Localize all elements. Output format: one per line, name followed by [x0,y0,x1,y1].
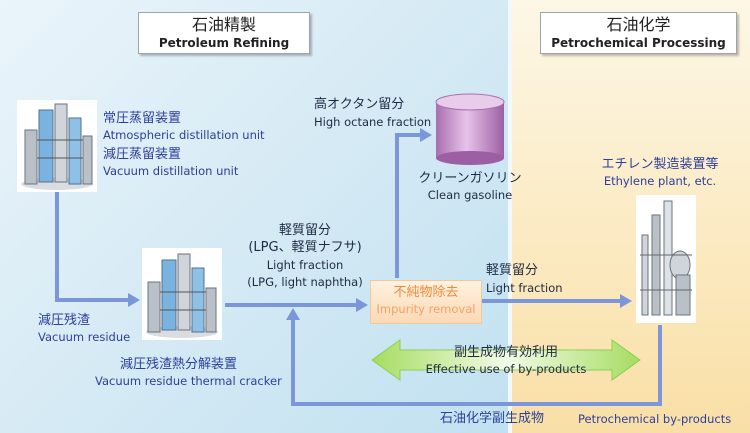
cracker-plant-image [142,248,222,340]
ethylene-plant-en: Ethylene plant, etc. [603,174,717,188]
atmospheric-unit-jp: 常圧蒸留装置 [103,111,182,126]
arrow-cracker-to-impurity-head [356,298,368,312]
arrow-byproduct-return [291,320,662,406]
light-fraction-right-jp: 軽質留分 [486,263,539,278]
byproducts-use-jp: 副生成物有効利用 [453,345,558,360]
petrochemical-jp: 石油化学 [606,15,671,34]
arrow-to-gasoline [395,133,420,278]
arrow-to-cracker-head [128,293,140,307]
arrow-byproduct-return-head [286,308,300,320]
arrow-to-cracker [55,192,128,302]
light-fraction-left-en2: (LPG, light naphtha) [247,275,363,289]
impurity-removal-en: Impurity removal [376,302,476,316]
petroleum-refining-header: 石油精製 Petroleum Refining [138,12,310,54]
cracker-jp: 減圧残渣熱分解装置 [120,357,238,372]
light-fraction-left-jp: 軽質留分 [278,223,331,238]
petrochem-byproducts-jp: 石油化学副生成物 [440,411,545,426]
vacuum-unit-en: Vacuum distillation unit [103,164,239,178]
clean-gasoline-jp: クリーンガソリン [418,171,522,186]
high-octane-jp: 高オクタン留分 [314,97,405,112]
distillation-plant-image [17,100,97,192]
cracker-en: Vacuum residue thermal cracker [95,374,282,388]
section-divider [508,0,512,433]
petrochemical-en: Petrochemical Processing [551,36,726,50]
high-octane-en: High octane fraction [314,115,432,129]
arrow-impurity-to-ethylene-head [620,294,632,308]
clean-gasoline-en: Clean gasoline [427,188,513,202]
light-fraction-left-en: Light fraction [266,258,344,272]
petroleum-refining-jp: 石油精製 [191,15,256,34]
arrow-to-gasoline-head [420,128,432,142]
impurity-removal-jp: 不純物除去 [393,285,459,300]
ethylene-plant-jp: エチレン製造装置等 [601,157,719,172]
light-fraction-right-en: Light fraction [486,281,563,295]
atmospheric-unit-en: Atmospheric distillation unit [103,128,265,142]
byproducts-use-en: Effective use of by-products [425,362,587,376]
petrochem-byproducts-en: Petrochemical by-products [578,412,732,426]
vacuum-unit-jp: 減圧蒸留装置 [103,147,182,162]
ethylene-plant-image [636,195,696,323]
gasoline-tank-icon [435,93,505,165]
impurity-removal-box: 不純物除去 Impurity removal [370,280,482,324]
light-fraction-left-jp2: (LPG、軽質ナフサ) [248,240,362,255]
petroleum-refining-en: Petroleum Refining [158,36,290,50]
byproduct-double-arrow [371,339,641,381]
vacuum-residue-jp: 減圧残渣 [38,313,91,328]
vacuum-residue-en: Vacuum residue [38,330,131,344]
petrochemical-header: 石油化学 Petrochemical Processing [540,12,737,54]
